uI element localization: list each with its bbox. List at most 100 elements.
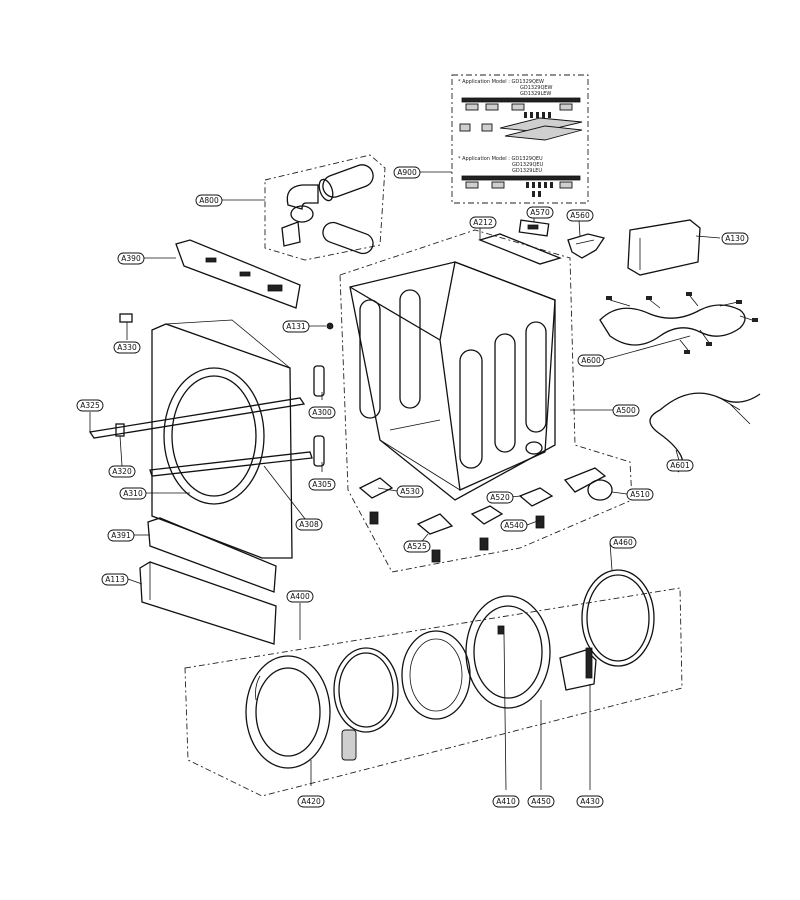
- rail-2: [504, 125, 583, 141]
- tag-A320: A320: [108, 465, 136, 478]
- svg-text:A450: A450: [531, 797, 551, 806]
- door-glass: [401, 630, 471, 720]
- svg-text:A300: A300: [312, 408, 332, 417]
- duct-group-boundary: [264, 154, 386, 261]
- screw-A131: [326, 322, 334, 330]
- svg-text:A510: A510: [630, 490, 650, 499]
- tag-A540: A540: [500, 519, 528, 532]
- svg-text:A601: A601: [670, 461, 690, 470]
- tag-A600: A600: [577, 354, 605, 367]
- clip-d: [559, 103, 573, 111]
- tag-A560: A560: [566, 209, 594, 222]
- application-note-title-1: * Application Model : GD1329QEW: [458, 79, 544, 85]
- svg-text:A130: A130: [725, 234, 745, 243]
- top-plate-A212: [478, 233, 562, 265]
- door-handle: [341, 729, 357, 761]
- svg-text:A525: A525: [407, 542, 427, 551]
- application-note-model-2b: GD1329LEU: [512, 168, 542, 174]
- svg-text:A530: A530: [400, 487, 420, 496]
- tag-A500: A500: [612, 404, 640, 417]
- door-gasket-A460: [581, 569, 655, 667]
- tag-A300: A300: [308, 406, 336, 419]
- tag-A520: A520: [486, 491, 514, 504]
- bracket-A570: [518, 219, 550, 237]
- tag-A131: A131: [282, 320, 310, 333]
- tag-A391: A391: [107, 529, 135, 542]
- tag-A330: A330: [113, 341, 141, 354]
- clip-i: [559, 181, 573, 189]
- tag-A113: A113: [101, 573, 129, 586]
- door-latch-A410: [497, 625, 505, 635]
- svg-text:A330: A330: [117, 343, 137, 352]
- svg-text:A540: A540: [504, 521, 524, 530]
- leader-lines: [89, 171, 721, 791]
- application-note-group-2: * Application Model : GD1329QEU GD1329QE…: [458, 156, 581, 197]
- svg-text:A410: A410: [496, 797, 516, 806]
- tag-A325: A325: [76, 399, 104, 412]
- tag-A430: A430: [576, 795, 604, 808]
- tag-A130: A130: [721, 232, 749, 245]
- svg-text:A131: A131: [286, 322, 306, 331]
- tag-A305: A305: [308, 478, 336, 491]
- svg-text:A325: A325: [80, 401, 100, 410]
- rear-frame-A390: [175, 239, 301, 309]
- lamp-A330: [119, 313, 133, 323]
- clip-g: [465, 181, 479, 189]
- application-note-model-1a: GD1329QEW: [520, 85, 553, 91]
- clip-f: [481, 123, 493, 132]
- svg-text:A900: A900: [397, 168, 417, 177]
- hinges-A300-A305: [313, 365, 325, 467]
- tag-A420: A420: [297, 795, 325, 808]
- tag-A310: A310: [119, 487, 147, 500]
- svg-text:A560: A560: [570, 211, 590, 220]
- tag-A450: A450: [527, 795, 555, 808]
- application-note-title-2: * Application Model : GD1329QEU: [458, 156, 543, 162]
- svg-text:A310: A310: [123, 489, 143, 498]
- application-note-group-1: * Application Model : GD1329QEW GD1329QE…: [458, 79, 583, 141]
- power-cord-A601: [649, 392, 761, 473]
- wire-harness-A600: [599, 292, 758, 354]
- svg-text:A320: A320: [112, 467, 132, 476]
- tag-A530: A530: [396, 485, 424, 498]
- svg-text:A391: A391: [111, 531, 131, 540]
- door-frame-A420: [245, 655, 331, 769]
- clip-b: [485, 103, 499, 111]
- tag-A212: A212: [469, 216, 497, 229]
- svg-text:A430: A430: [580, 797, 600, 806]
- door-cover-A450: [465, 595, 551, 709]
- application-note-model-1b: GD1329LEW: [520, 91, 551, 97]
- tag-A460: A460: [609, 536, 637, 549]
- application-box-boundary: [451, 74, 589, 204]
- svg-text:A460: A460: [613, 538, 633, 547]
- svg-text:A570: A570: [530, 208, 550, 217]
- svg-text:A400: A400: [290, 592, 310, 601]
- svg-text:A800: A800: [199, 196, 219, 205]
- clip-c: [511, 103, 525, 111]
- clip-a: [465, 103, 479, 111]
- exhaust-outlet-A510: [563, 467, 613, 501]
- svg-text:A420: A420: [301, 797, 321, 806]
- door-gasket-ring: [333, 647, 399, 733]
- tag-A410: A410: [492, 795, 520, 808]
- front-panel-A310: [151, 319, 293, 559]
- exhaust-duct-parts: [281, 164, 374, 255]
- svg-text:A305: A305: [312, 480, 332, 489]
- svg-text:A113: A113: [105, 575, 125, 584]
- tag-A510: A510: [626, 488, 654, 501]
- hinge-bracket-A430: [559, 647, 597, 691]
- svg-text:A308: A308: [299, 520, 319, 529]
- bracket-bar-1: [461, 97, 581, 103]
- tag-A570: A570: [526, 206, 554, 219]
- cabinet-group-boundary: [339, 229, 633, 573]
- cabinet-A500: [349, 261, 556, 501]
- svg-text:A390: A390: [121, 254, 141, 263]
- svg-text:A600: A600: [581, 356, 601, 365]
- tag-A308: A308: [295, 518, 323, 531]
- application-note-model-2a: GD1329QEU: [512, 162, 544, 168]
- clip-e: [459, 123, 471, 132]
- kick-plate-A113: [139, 561, 277, 645]
- bracket-bar-2: [461, 175, 581, 181]
- bracket-A560: [567, 233, 606, 259]
- clip-h: [491, 181, 505, 189]
- lower-frame-A391: [147, 517, 277, 593]
